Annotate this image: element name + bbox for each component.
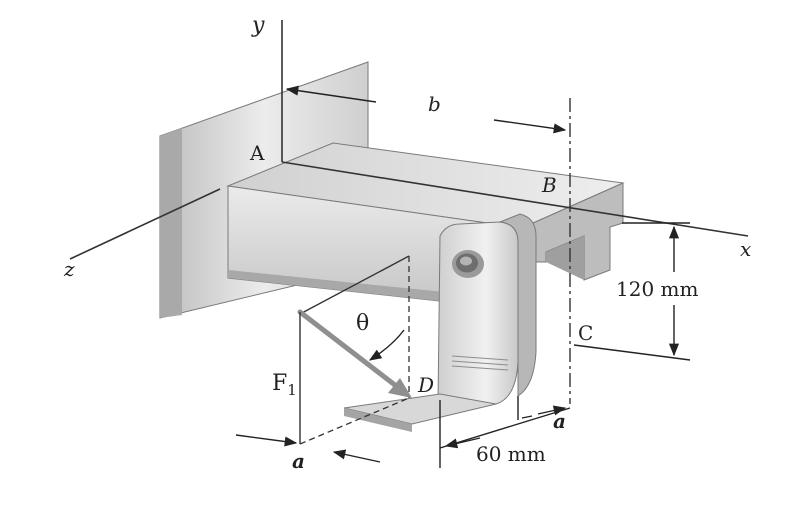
label-point-a: A — [249, 141, 265, 165]
force-arrow — [297, 309, 407, 395]
dim-120-ext-bottom — [573, 344, 691, 361]
label-axis-z: z — [63, 257, 75, 281]
label-point-c: C — [578, 321, 593, 345]
dim-a-left-arrow-1 — [235, 434, 298, 447]
label-point-d: D — [417, 373, 434, 397]
dim-b-arrow-right — [493, 119, 567, 134]
theta-arc — [368, 329, 405, 361]
dim-60-base — [439, 407, 571, 449]
label-axis-x: x — [740, 237, 751, 261]
label-dim-a-left: a — [292, 449, 305, 473]
label-theta: θ — [356, 311, 369, 336]
dim-b-arrow-left — [285, 85, 377, 103]
z-axis — [69, 188, 221, 260]
label-axis-y: y — [251, 13, 265, 38]
label-force-main: F — [272, 371, 287, 396]
label-dim-a-right: a — [553, 409, 566, 433]
label-dim-b: b — [428, 92, 441, 116]
label-dim-60: 60 mm — [476, 442, 546, 466]
force-arrowhead — [388, 378, 412, 398]
label-point-b: B — [541, 173, 557, 197]
bolt-icon — [452, 250, 484, 278]
label-dim-120: 120 mm — [616, 277, 698, 301]
bracket — [343, 213, 537, 432]
construction-left — [299, 255, 410, 315]
beam — [226, 142, 625, 311]
dim-a-left-arrow-2 — [332, 449, 381, 463]
label-force-sub: 1 — [287, 381, 297, 399]
label-force: F1 — [272, 371, 297, 399]
dim-a-right-arrow — [521, 415, 533, 419]
dim-60-arrow-right — [537, 405, 567, 416]
